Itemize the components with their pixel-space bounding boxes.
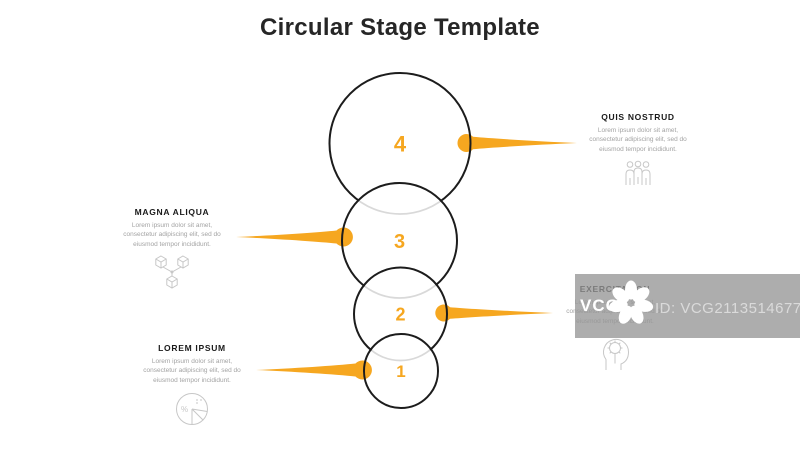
people-group-icon <box>563 159 713 192</box>
vcg-flower-icon <box>608 280 654 324</box>
head-gear-icon <box>540 331 690 376</box>
watermark-id: ID: VCG211351467762 <box>655 300 800 317</box>
svg-text:%: % <box>181 405 188 414</box>
label-heading: QUIS NOSTRUD <box>601 112 675 122</box>
stage-label-magna-aliqua: MAGNA ALIQUA Lorem ipsum dolor sit amet,… <box>97 207 247 297</box>
page-title: Circular Stage Template <box>260 14 540 41</box>
pointer-stage-4 <box>457 134 577 153</box>
vcg-logo-text: VCG <box>580 296 620 315</box>
stage-circle-3-fill <box>342 183 457 298</box>
watermark: VCG ID: VCG211351467762 <box>575 274 800 338</box>
stage-circle-2-fill <box>354 267 447 361</box>
label-description: Lorem ipsum dolor sit amet, consectetur … <box>143 358 241 384</box>
stage-circle-4 <box>328 72 472 215</box>
stage-label-lorem-ipsum: LOREM IPSUM Lorem ipsum dolor sit amet, … <box>117 343 267 433</box>
stage-label-quis-nostrud: QUIS NOSTRUD Lorem ipsum dolor sit amet,… <box>563 112 713 192</box>
pointer-stage-2 <box>435 304 553 322</box>
stage-number-3: 3 <box>394 231 405 253</box>
cubes-network-icon <box>97 254 247 297</box>
pointer-stage-3 <box>236 227 353 247</box>
label-heading: LOREM IPSUM <box>158 343 226 353</box>
stage-circle-1 <box>363 333 439 409</box>
stage-circle-2 <box>353 266 448 362</box>
stage-circle-1-fill <box>364 334 438 408</box>
stage-number-2: 2 <box>395 305 405 325</box>
label-description: Lorem ipsum dolor sit amet, consectetur … <box>589 127 687 153</box>
pointer-stage-1 <box>256 360 372 380</box>
label-description: Lorem ipsum dolor sit amet, consectetur … <box>123 222 221 248</box>
stage-number-1: 1 <box>396 362 405 381</box>
stage-circle-4-fill <box>329 73 471 214</box>
label-heading: MAGNA ALIQUA <box>134 207 210 217</box>
pie-chart-icon: % <box>117 390 267 433</box>
stage-circle-3 <box>341 182 458 299</box>
stage-number-4: 4 <box>394 132 407 157</box>
